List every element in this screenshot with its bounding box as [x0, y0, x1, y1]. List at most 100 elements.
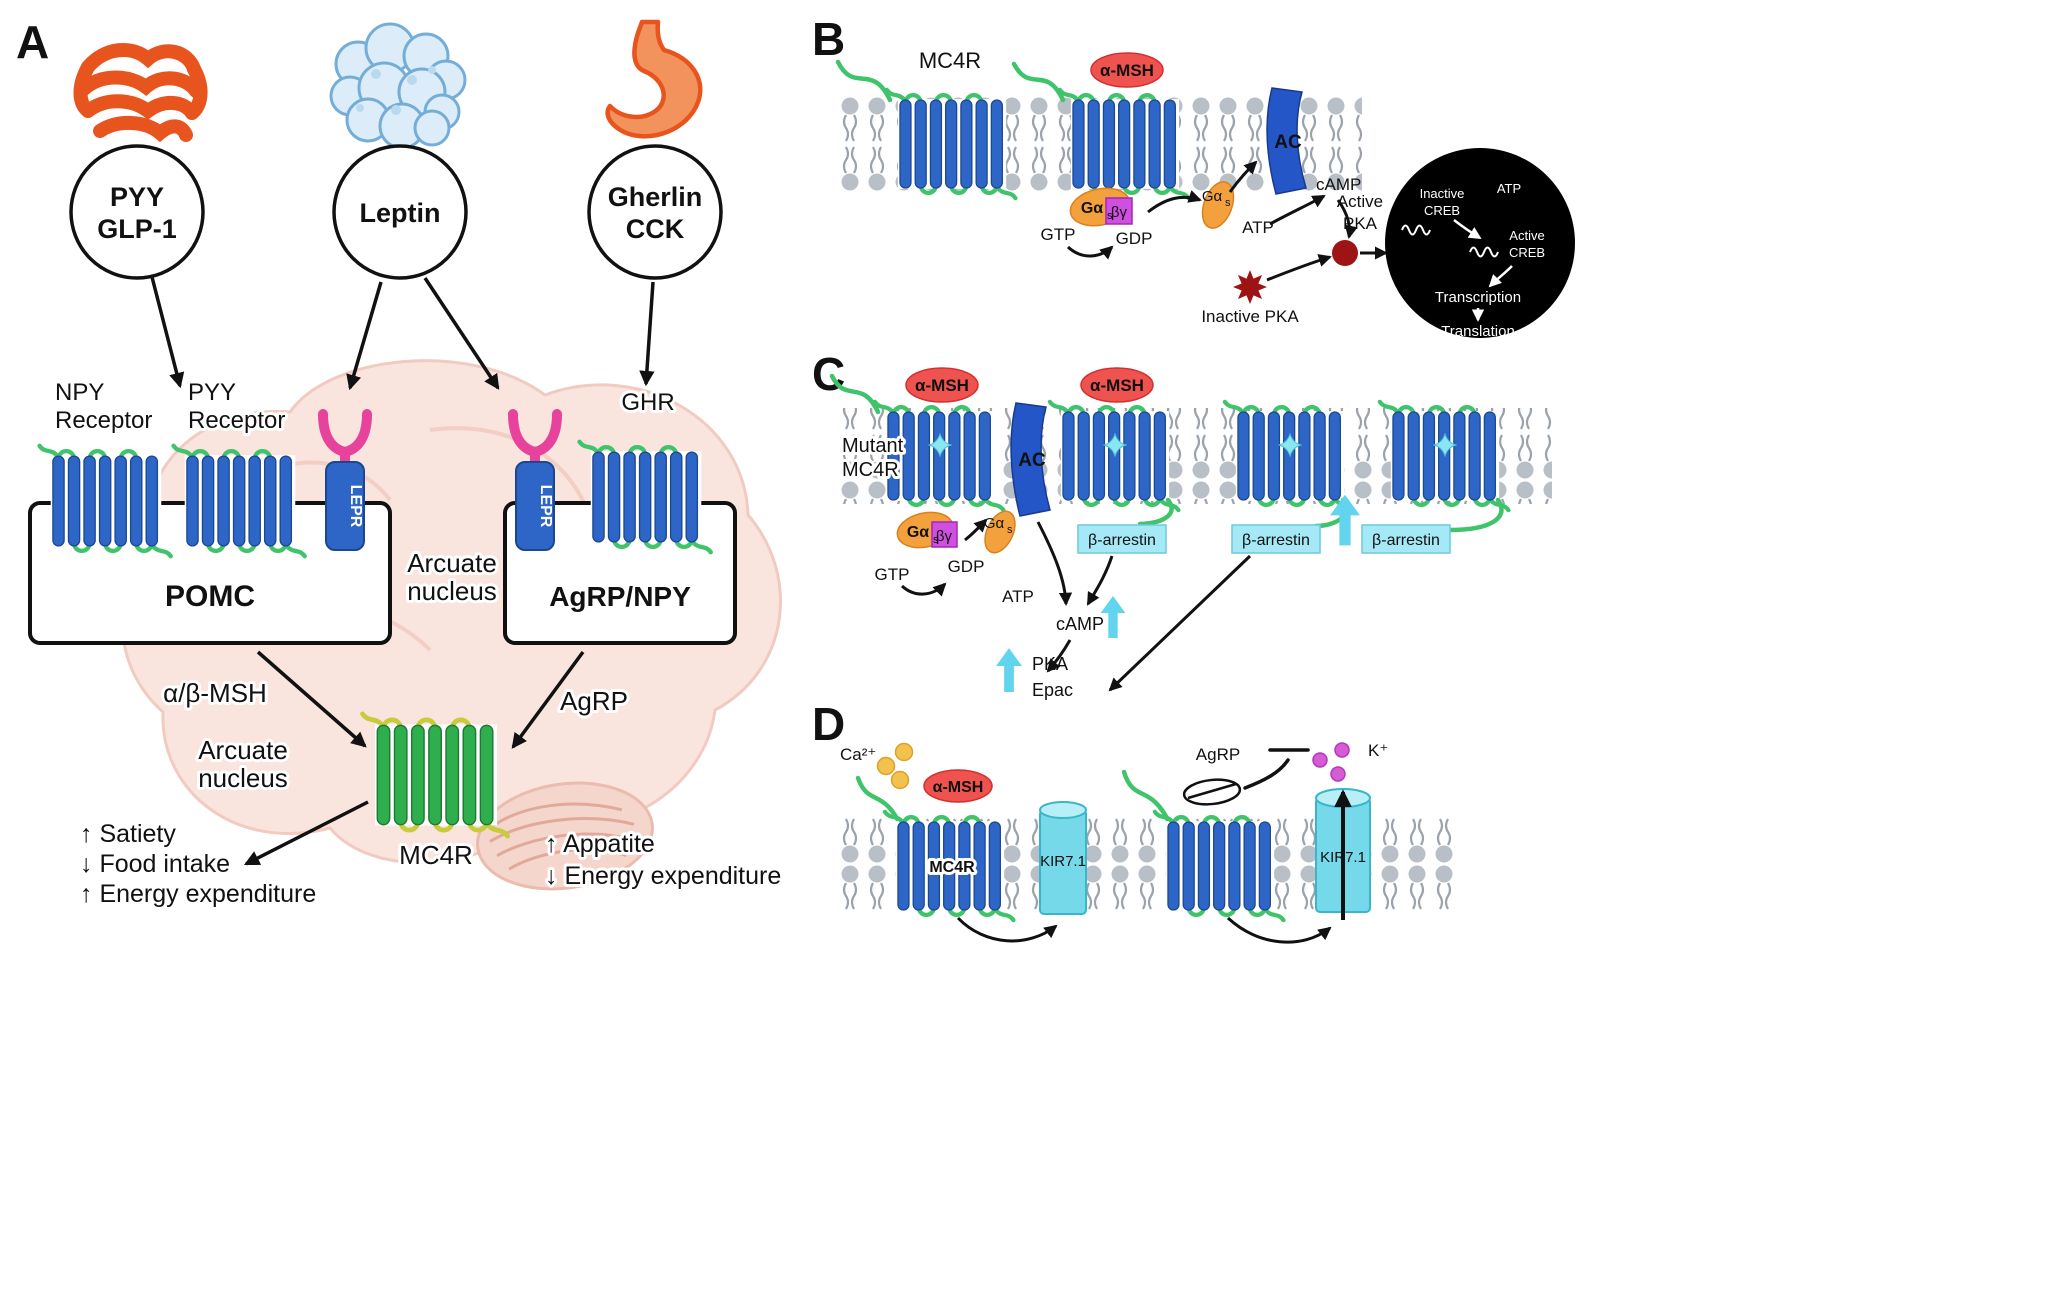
leptin-to-lepr2-arrow [423, 277, 500, 390]
panel-c-label: C [812, 348, 845, 400]
npy-receptor-7tm [40, 446, 171, 557]
receptor-c-tail [1137, 497, 1174, 527]
pka-label: PKA [1032, 654, 1068, 674]
leptin-label: Leptin [360, 198, 441, 228]
camp-increase-arrow [1100, 596, 1126, 638]
alpha-msh-label: α-MSH [933, 779, 984, 796]
leptin-to-lepr1-arrow [346, 281, 383, 391]
pyy-to-receptor-arrow [150, 276, 185, 389]
lepr-label: LEPR [537, 485, 554, 528]
inactive-pka-label: Inactive PKA [1201, 307, 1299, 326]
gherlin-to-ghr-arrow [639, 281, 655, 387]
mutant-mc4r-7tm [1050, 402, 1179, 510]
atp-to-camp-arrow [1269, 194, 1326, 226]
agrp-ligand-slash [1187, 782, 1237, 800]
agrp-label: AgRP [1196, 745, 1240, 764]
adenylyl-cyclase: AC [1266, 87, 1307, 195]
active-creb-label-2: CREB [1509, 245, 1545, 260]
receptor-n-tail [835, 59, 893, 103]
mutant-mc4r-label-1: Mutant [842, 435, 904, 457]
nucleus: Inactive CREB ATP Active CREB Transcript… [1385, 148, 1575, 340]
arcuate-nucleus-center-2: nucleus [407, 576, 497, 606]
mc4r-receptor-7tm [363, 714, 508, 836]
gut-hormone-2: GLP-1 [97, 214, 177, 244]
inactive-creb-label-2: CREB [1424, 203, 1460, 218]
beta-arrestin-label: β-arrestin [1372, 532, 1440, 549]
panel-c: C Mutant MC4R α-MSH α-MSH AC Gα s βγ GTP… [812, 348, 1552, 700]
npy-receptor-label-1: NPY [55, 379, 104, 406]
nucleus-circle [1385, 148, 1575, 338]
outcome-energy-expenditure-right: ↓ Energy expenditure [545, 862, 781, 890]
gtp-label: GTP [875, 565, 910, 584]
creb-activation-arrow [1453, 219, 1482, 240]
panel-b-label: B [812, 13, 845, 65]
dna-coil-icon [1401, 224, 1431, 236]
beta-gamma-label: βγ [1111, 204, 1128, 221]
receptor-c-tail [1447, 497, 1504, 533]
kir71-channel-open: KIR7.1 [1315, 788, 1371, 920]
potassium-ion [1334, 742, 1350, 758]
kir71-channel: KIR7.1 [1039, 801, 1087, 915]
msh-mediator-label: α/β-MSH [163, 678, 267, 708]
ghr-label: GHR [621, 389, 674, 416]
potassium-ion [1330, 766, 1346, 782]
agrp-mediator-label: AgRP [560, 686, 628, 716]
nucleus-atp-label: ATP [1497, 181, 1521, 196]
camp-label: cAMP [1316, 175, 1361, 194]
gherlin-label: Gherlin [608, 182, 703, 212]
kir71-top [1039, 801, 1087, 819]
panel-a: A [16, 16, 784, 911]
gut-hormones-node [69, 144, 205, 280]
active-pka-dot [1332, 240, 1358, 266]
mc4r-receptor-active-7tm [1060, 90, 1189, 198]
gtp-gdp-exchange-arrow [900, 582, 947, 597]
mc4r-to-kir-arrow [956, 916, 1058, 943]
arrestin-to-camp-arrow [1086, 555, 1114, 606]
gtp-gdp-exchange-arrow [1066, 245, 1114, 260]
outcome-appetite: ↑ Appatite [545, 830, 655, 858]
kir71-label: KIR7.1 [1040, 853, 1086, 870]
stomach-icon [605, 19, 703, 139]
calcium-ion [894, 742, 914, 762]
cck-label: CCK [626, 214, 685, 244]
alpha-msh-label: α-MSH [915, 376, 969, 395]
beta-arrestin-label: β-arrestin [1088, 532, 1156, 549]
gtp-label: GTP [1041, 225, 1076, 244]
ac-label: AC [1018, 450, 1046, 471]
ghr-receptor-7tm [580, 442, 711, 553]
inactive-pka-star [1233, 270, 1267, 304]
outcome-energy-expenditure: ↑ Energy expenditure [80, 880, 316, 908]
g-alpha-sub: s [933, 534, 939, 546]
arrestin-to-pka-arrow [1108, 554, 1252, 692]
alpha-msh-ligand [923, 769, 993, 803]
free-g-alpha-s [984, 510, 1016, 554]
g-alpha-to-ac-arrow [1228, 160, 1258, 193]
mc4r-receptor-7tm [1155, 812, 1284, 920]
mutant-mc4r-7tm [1225, 402, 1354, 510]
g-alpha-release-arrow [1147, 190, 1202, 214]
beta-gamma-label: βγ [936, 528, 953, 545]
free-g-alpha-label: Gα [984, 515, 1005, 532]
free-g-alpha-s [1201, 181, 1235, 229]
intestine-icon [73, 43, 208, 143]
stomach-hormones-node [587, 144, 723, 280]
pomc-label: POMC [165, 580, 255, 613]
panel-a-label: A [16, 16, 49, 68]
pka-increase-arrow [996, 648, 1022, 692]
calcium-ion [876, 756, 896, 776]
gdp-label: GDP [948, 557, 985, 576]
agrp-npy-label: AgRP/NPY [549, 581, 691, 612]
ac-to-camp-arrow [1036, 521, 1073, 606]
beta-arrestin-label: β-arrestin [1242, 532, 1310, 549]
atp-label: ATP [1002, 587, 1034, 606]
active-creb-label-1: Active [1509, 228, 1544, 243]
g-alpha-release-arrow [964, 518, 988, 542]
panel-b: B MC4R α-MSH Gα s βγ GTP GDP Gα s AC cAM… [812, 13, 1575, 340]
outcome-satiety: ↑ Satiety [80, 820, 176, 848]
dna-coil-icon [1469, 246, 1499, 258]
g-alpha-label: Gα [907, 524, 929, 541]
mc4r-label: MC4R [919, 48, 981, 73]
lepr-label: LEPR [347, 485, 364, 528]
epac-label: Epac [1032, 680, 1073, 700]
translation-label: Translation [1441, 323, 1515, 340]
